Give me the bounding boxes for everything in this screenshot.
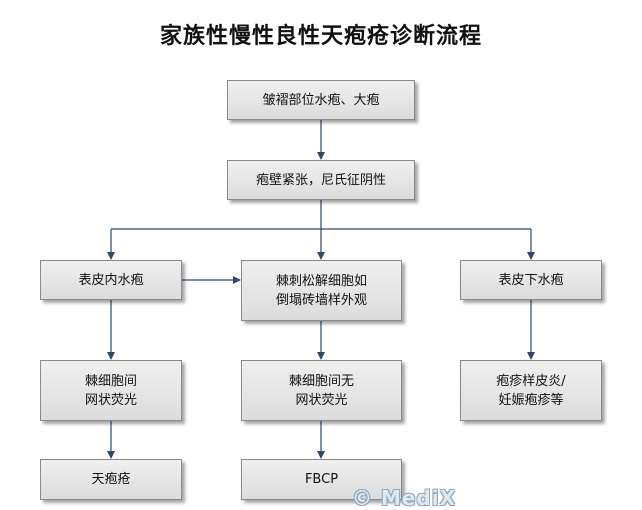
node-subepidermal-blister: 表皮下水疱 [460, 260, 602, 300]
node-pemphigus: 天疱疮 [40, 459, 182, 500]
node-no-intercellular-fluorescence: 棘细胞间无 网状荧光 [241, 360, 402, 421]
node-dermatitis-herpetiformis: 疱疹样皮炎/ 妊娠疱疹等 [460, 360, 602, 421]
node-acantholytic-cells: 棘刺松解细胞如 倒塌砖墙样外观 [241, 260, 402, 321]
node-tense-blister-wall: 疱壁紧张，尼氏征阴性 [227, 160, 415, 200]
node-intercellular-fluorescence: 棘细胞间 网状荧光 [40, 360, 182, 421]
diagram-title: 家族性慢性良性天疱疮诊断流程 [159, 24, 482, 49]
node-intraepidermal-blister: 表皮内水疱 [40, 260, 182, 300]
node-fbcp: FBCP [241, 459, 402, 500]
node-blisters-in-folds: 皱褶部位水疱、大疱 [227, 80, 415, 120]
watermark-logo: © MediX [352, 486, 457, 510]
